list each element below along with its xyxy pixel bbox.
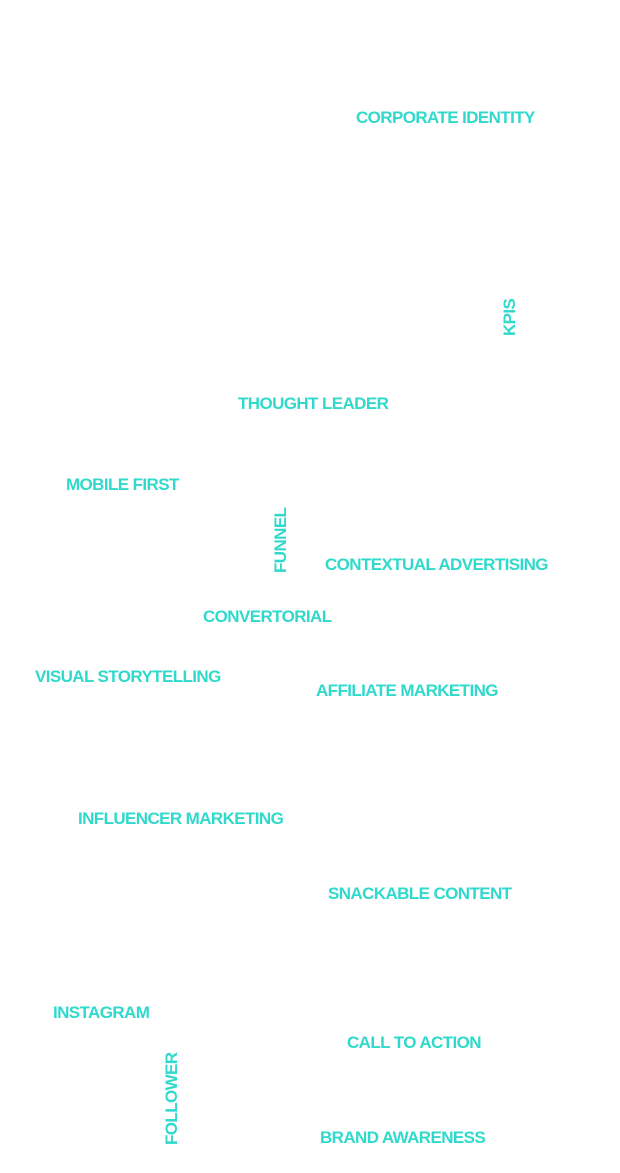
term-thought-leader: THOUGHT LEADER bbox=[238, 394, 389, 413]
term-instagram: INSTAGRAM bbox=[53, 1003, 150, 1022]
term-contextual-advertising: CONTEXTUAL ADVERTISING bbox=[325, 555, 549, 574]
term-affiliate-marketing: AFFILIATE MARKETING bbox=[316, 681, 498, 700]
term-convertorial: CONVERTORIAL bbox=[203, 607, 332, 626]
term-corporate-identity: CORPORATE IDENTITY bbox=[356, 108, 535, 127]
term-funnel: FUNNEL bbox=[271, 507, 290, 573]
term-mobile-first: MOBILE FIRST bbox=[66, 475, 179, 494]
term-call-to-action: CALL TO ACTION bbox=[347, 1033, 482, 1052]
term-brand-awareness: BRAND AWARENESS bbox=[320, 1128, 486, 1147]
term-follower: FOLLOWER bbox=[162, 1052, 181, 1145]
term-influencer-marketing: INFLUENCER MARKETING bbox=[78, 809, 284, 828]
term-kpis: KPIS bbox=[500, 298, 519, 336]
term-visual-storytelling: VISUAL STORYTELLING bbox=[35, 667, 221, 686]
term-snackable-content: SNACKABLE CONTENT bbox=[328, 884, 512, 903]
